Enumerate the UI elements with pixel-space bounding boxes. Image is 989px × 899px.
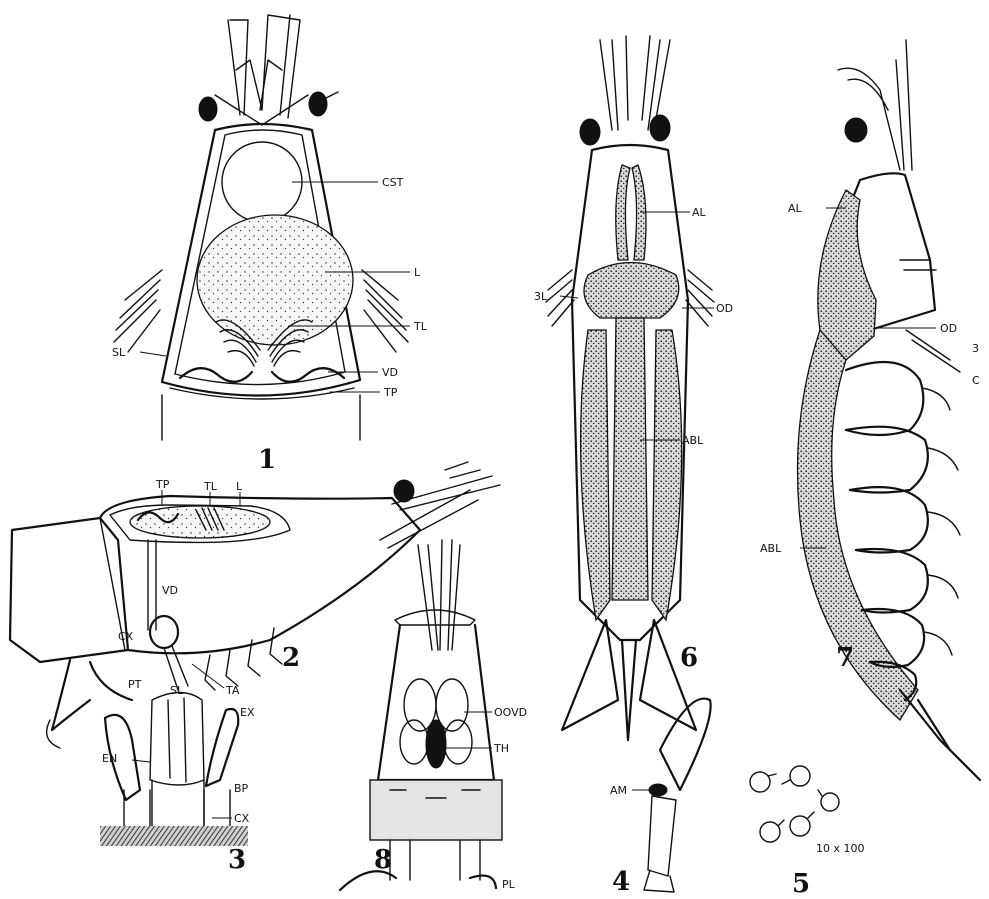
label-od-7: OD: [940, 322, 957, 335]
am-organ: [649, 784, 667, 796]
figure-5: 10 x 100 5: [750, 766, 865, 899]
label-tl: TL: [413, 320, 428, 333]
label-bp-3: BP: [234, 782, 249, 795]
label-cx-2: CX: [118, 630, 134, 643]
label-tl-2: TL: [203, 480, 218, 493]
label-l: L: [414, 266, 421, 279]
al-lobe-left: [616, 165, 630, 260]
label-oovd: OOVD: [494, 706, 527, 719]
abl-central: [612, 318, 648, 600]
label-3l-6: 3L: [534, 290, 548, 303]
al-lateral: [818, 190, 876, 360]
cx-joint: [150, 616, 178, 648]
label-vd-2: VD: [162, 584, 178, 597]
liver-mass-6: [584, 263, 679, 319]
label-tp: TP: [383, 386, 398, 399]
label-ta-2: TA: [225, 684, 240, 697]
figure-number-7: 7: [836, 643, 854, 673]
label-sl-2: SL: [170, 684, 184, 697]
figure-number-1: 1: [258, 445, 276, 475]
l-gland-lateral: [130, 506, 270, 538]
label-ex-3: EX: [240, 706, 255, 719]
label-3-7: 3: [972, 342, 979, 355]
label-abl-6: ABL: [682, 434, 704, 447]
label-od-6: OD: [716, 302, 733, 315]
label-l-2: L: [236, 480, 243, 493]
base-plate-hatch: [100, 826, 248, 846]
label-vd: VD: [382, 366, 398, 379]
label-pt-2: PT: [128, 678, 142, 691]
label-en-3: EN: [102, 752, 117, 765]
figure-8: OOVD TH PL 8: [340, 540, 527, 891]
label-sl: SL: [112, 346, 126, 359]
label-cx-3: CX: [234, 812, 250, 825]
eye-6-left: [580, 119, 600, 145]
label-th: TH: [493, 742, 509, 755]
abl-lateral: [798, 330, 919, 720]
figure-3: EX EN BP CX 3: [100, 693, 255, 876]
label-c-7: C: [972, 374, 980, 387]
label-tp-2: TP: [155, 478, 170, 491]
figure-number-8: 8: [374, 845, 392, 875]
label-scale: 10 x 100: [816, 842, 865, 855]
eye-6-right: [650, 115, 670, 141]
figure-number-3: 3: [228, 845, 246, 875]
label-al-7: AL: [788, 202, 803, 215]
egg-cells: [750, 766, 839, 842]
figure-number-5: 5: [792, 869, 810, 899]
figure-7: AL OD 3 C ABL 7: [760, 40, 980, 780]
cst-organ: [222, 142, 302, 222]
label-cst: CST: [382, 176, 404, 189]
abl-right: [652, 330, 682, 620]
eye-left: [199, 97, 217, 121]
figure-1: CST L TL SL VD TP 1: [112, 15, 428, 475]
th-organ: [426, 720, 446, 768]
eye-7: [845, 118, 867, 142]
eye-right: [309, 92, 327, 116]
figure-number-4: 4: [612, 867, 630, 897]
abl-left: [581, 330, 610, 620]
label-al-6: AL: [692, 206, 707, 219]
label-pl: PL: [502, 878, 516, 891]
figure-number-2: 2: [282, 643, 300, 673]
figure-number-6: 6: [680, 643, 698, 673]
label-abl-7: ABL: [760, 542, 782, 555]
label-am: AM: [610, 784, 627, 797]
figure-6: AL 3L OD ABL 6: [534, 36, 733, 740]
